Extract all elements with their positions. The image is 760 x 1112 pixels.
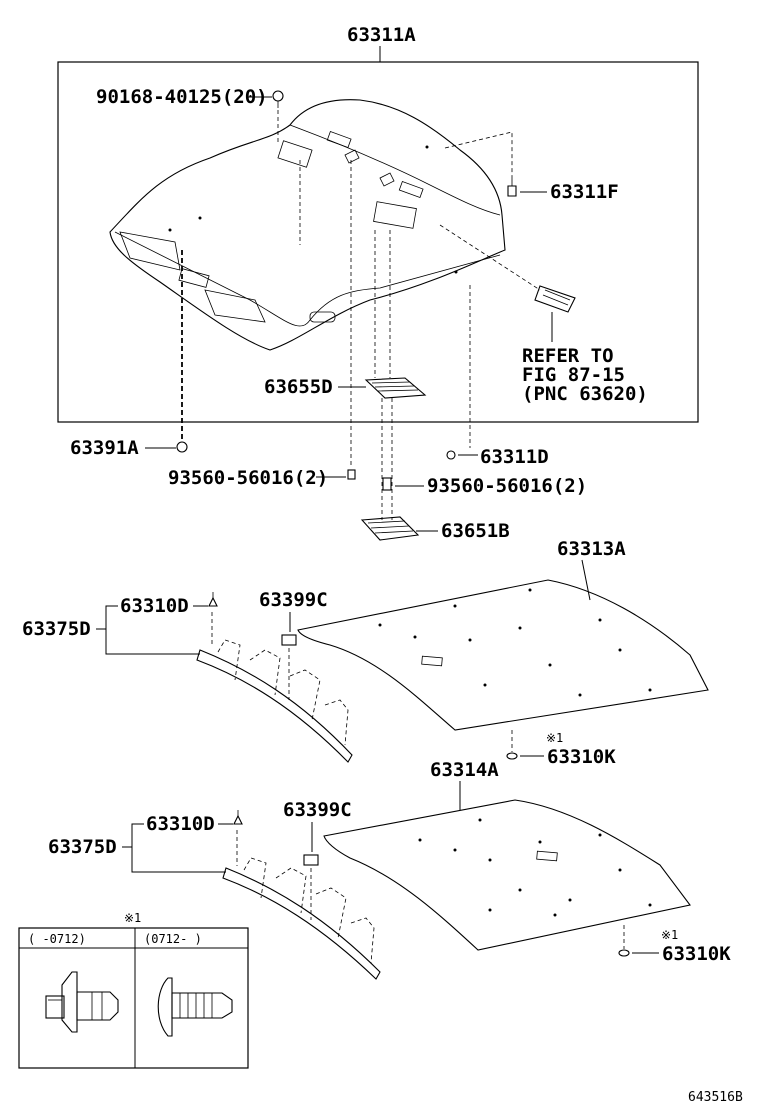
clip-new-type bbox=[157, 977, 233, 1037]
screw-93560-a bbox=[347, 469, 356, 480]
clip-63399C-2 bbox=[303, 854, 319, 866]
label-63375D-1: 63375D bbox=[22, 618, 91, 640]
headliner-63311A bbox=[109, 99, 506, 351]
label-63399C-2: 63399C bbox=[283, 799, 352, 821]
label-note1-b: ※1 bbox=[661, 928, 678, 942]
clip-63311D bbox=[446, 450, 456, 460]
bracket-63655D bbox=[364, 377, 427, 399]
label-63313A: 63313A bbox=[557, 538, 626, 560]
screw-90168 bbox=[272, 90, 284, 108]
label-63375D-2: 63375D bbox=[48, 836, 117, 858]
label-63651B: 63651B bbox=[441, 520, 510, 542]
label-63310K-2: 63310K bbox=[662, 943, 731, 965]
label-refer-3: (PNC 63620) bbox=[522, 383, 648, 405]
screw-93560-b bbox=[382, 477, 392, 491]
label-63314A: 63314A bbox=[430, 759, 499, 781]
inset-box bbox=[18, 927, 249, 1069]
clip-63310K-1 bbox=[506, 752, 518, 760]
label-63311F: 63311F bbox=[550, 181, 619, 203]
label-63310D-1: 63310D bbox=[120, 595, 189, 617]
trim-strip-63375D-2 bbox=[222, 857, 381, 980]
headliner-frame bbox=[57, 61, 699, 423]
label-inset-right: (0712- ) bbox=[144, 932, 202, 946]
label-63311A: 63311A bbox=[347, 24, 416, 46]
clip-63311F bbox=[507, 176, 517, 197]
label-93560-a: 93560-56016(2) bbox=[168, 467, 328, 489]
roof-panel-63314A bbox=[323, 799, 691, 951]
label-inset-left: ( -0712) bbox=[28, 932, 86, 946]
bracket-63651B bbox=[360, 516, 420, 541]
clip-63310D-2 bbox=[233, 810, 243, 825]
label-refer-1: REFER TO bbox=[522, 345, 614, 367]
label-63311D: 63311D bbox=[480, 446, 549, 468]
clip-old-type bbox=[45, 971, 119, 1033]
figure-number: 643516B bbox=[688, 1090, 743, 1105]
pin-63391A bbox=[176, 441, 188, 453]
label-63310D-2: 63310D bbox=[146, 813, 215, 835]
clip-63310K-2 bbox=[618, 949, 630, 957]
label-63391A: 63391A bbox=[70, 437, 139, 459]
label-note1-a: ※1 bbox=[546, 731, 563, 745]
trim-strip-63375D-1 bbox=[196, 639, 353, 763]
assist-grip bbox=[534, 285, 576, 313]
label-90168-40125: 90168-40125(20) bbox=[96, 86, 268, 108]
roof-panel-63313A bbox=[297, 579, 709, 731]
clip-63310D-1 bbox=[208, 592, 218, 607]
label-93560-b: 93560-56016(2) bbox=[427, 475, 587, 497]
label-63655D: 63655D bbox=[264, 376, 333, 398]
label-inset-note: ※1 bbox=[124, 911, 141, 925]
label-refer-2: FIG 87-15 bbox=[522, 364, 625, 386]
label-63399C-1: 63399C bbox=[259, 589, 328, 611]
clip-63399C-1 bbox=[281, 634, 297, 646]
label-63310K-1: 63310K bbox=[547, 746, 616, 768]
